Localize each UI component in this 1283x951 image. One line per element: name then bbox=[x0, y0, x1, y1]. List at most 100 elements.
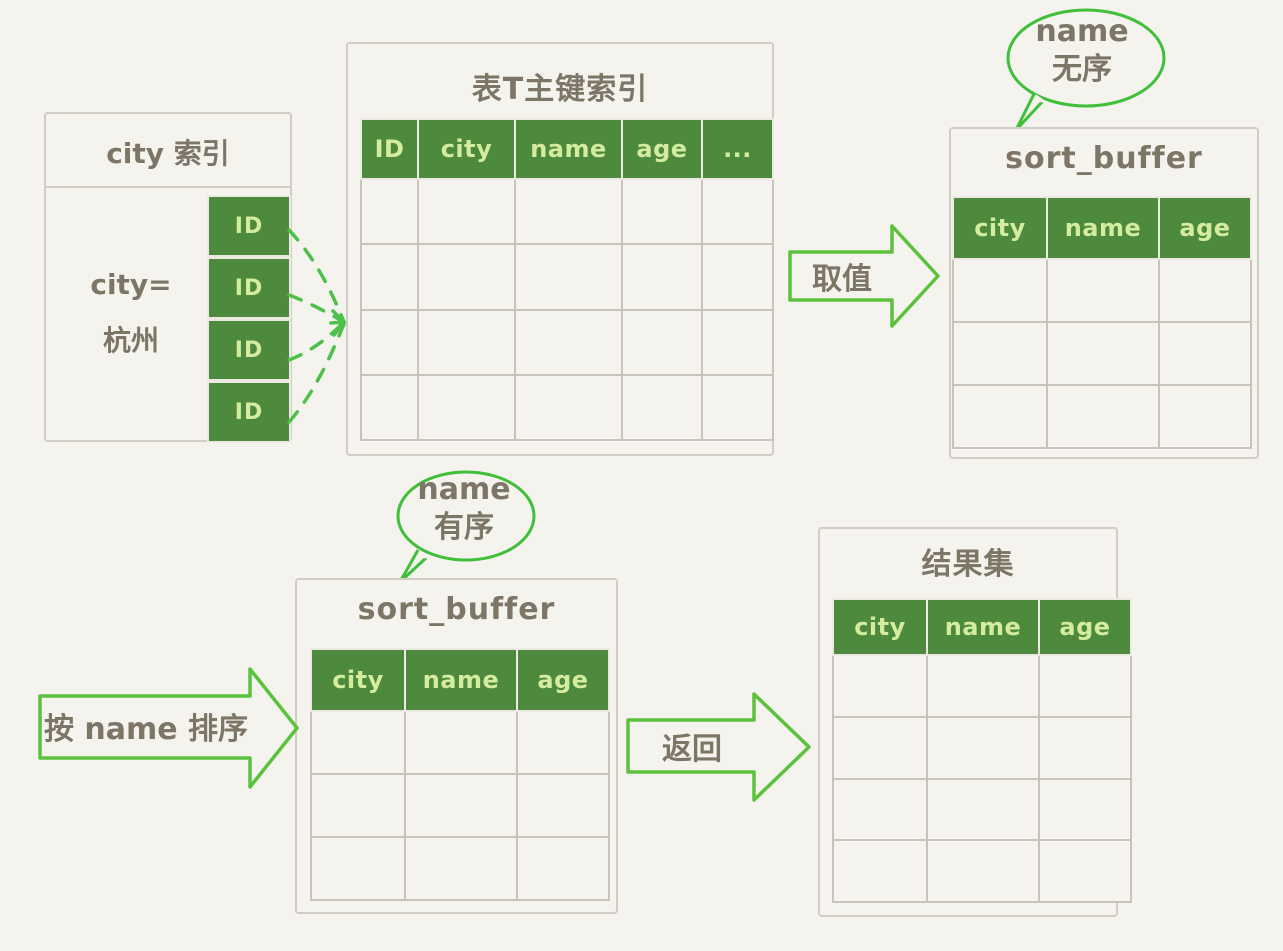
table-cell bbox=[417, 177, 516, 246]
column-header-more: ... bbox=[701, 118, 774, 180]
table-row bbox=[360, 308, 774, 376]
return-arrow-label: 返回 bbox=[662, 732, 722, 767]
table-cell bbox=[952, 384, 1048, 449]
bubble-ellipse bbox=[396, 470, 536, 562]
table-header-row: city name age bbox=[310, 648, 610, 712]
table-cell bbox=[1038, 839, 1132, 903]
fetch-arrow: 取值 bbox=[788, 224, 940, 328]
table-cell bbox=[417, 308, 516, 376]
table-header-row: ID city name age ... bbox=[360, 118, 774, 180]
table-row bbox=[832, 839, 1132, 903]
table-cell bbox=[417, 243, 516, 311]
table-row bbox=[952, 321, 1252, 386]
city-index-filter-line2: 杭州 bbox=[102, 324, 159, 357]
sort-buffer-unsorted-table: city name age bbox=[952, 196, 1252, 449]
table-cell bbox=[1046, 321, 1160, 386]
table-header-row: city name age bbox=[952, 196, 1252, 260]
table-row bbox=[310, 773, 610, 838]
table-cell bbox=[514, 243, 623, 311]
sort-arrow: 按 name 排序 bbox=[38, 666, 300, 790]
table-row bbox=[832, 777, 1132, 842]
table-row bbox=[832, 654, 1132, 718]
table-row bbox=[310, 710, 610, 775]
city-index-title: city 索引 bbox=[106, 137, 230, 170]
column-header-name: name bbox=[926, 598, 1040, 656]
table-cell bbox=[1046, 258, 1160, 323]
primary-table-grid: ID city name age ... bbox=[360, 118, 774, 442]
dashed-connector-lines bbox=[287, 228, 346, 424]
bubble-tail-joint bbox=[417, 550, 428, 559]
table-cell bbox=[621, 177, 703, 246]
bubble-tail-joint bbox=[1033, 94, 1044, 103]
bubble-ellipse bbox=[1006, 8, 1166, 108]
table-cell bbox=[360, 177, 419, 246]
table-cell bbox=[514, 177, 623, 246]
table-row bbox=[360, 177, 774, 246]
column-header-city: city bbox=[417, 118, 516, 180]
table-cell bbox=[832, 777, 928, 842]
table-row bbox=[832, 715, 1132, 780]
unordered-bubble bbox=[1006, 8, 1166, 132]
city-index-id-cell: ID bbox=[207, 195, 291, 257]
return-arrow: 返回 bbox=[626, 692, 812, 802]
table-row bbox=[360, 373, 774, 442]
column-header-city: city bbox=[310, 648, 406, 712]
table-row bbox=[310, 836, 610, 901]
fetch-arrow-label: 取值 bbox=[812, 262, 872, 297]
column-header-name: name bbox=[514, 118, 623, 180]
table-cell bbox=[926, 715, 1040, 780]
table-cell bbox=[621, 308, 703, 376]
result-set-table: city name age bbox=[832, 598, 1132, 903]
table-cell bbox=[516, 836, 610, 901]
table-cell bbox=[1046, 384, 1160, 449]
table-cell bbox=[1158, 384, 1252, 449]
table-cell bbox=[701, 308, 774, 376]
table-cell bbox=[404, 836, 518, 901]
table-cell bbox=[701, 177, 774, 246]
table-cell bbox=[1158, 258, 1252, 323]
fetch-arrow-shape bbox=[788, 224, 940, 328]
ordered-bubble-line1: name bbox=[417, 472, 511, 507]
sort-buffer-sorted-grid: city name age bbox=[310, 648, 610, 901]
sort-buffer-sorted-title: sort_buffer bbox=[357, 592, 556, 627]
table-cell bbox=[926, 777, 1040, 842]
table-cell bbox=[1038, 715, 1132, 780]
city-index-filter-line1: city= bbox=[90, 268, 172, 301]
table-cell bbox=[1038, 777, 1132, 842]
column-header-age: age bbox=[1158, 196, 1252, 260]
ordered-bubble bbox=[396, 470, 536, 584]
column-header-name: name bbox=[1046, 196, 1160, 260]
city-index-id-cell: ID bbox=[207, 381, 291, 443]
table-cell bbox=[621, 373, 703, 442]
column-header-name: name bbox=[404, 648, 518, 712]
column-header-age: age bbox=[516, 648, 610, 712]
table-cell bbox=[417, 373, 516, 442]
unordered-bubble-line1: name bbox=[1035, 14, 1129, 49]
primary-table-title: 表T主键索引 bbox=[471, 72, 649, 107]
sort-buffer-sorted-table: city name age bbox=[310, 648, 610, 901]
table-cell bbox=[360, 373, 419, 442]
table-cell bbox=[404, 773, 518, 838]
unordered-bubble-line2: 无序 bbox=[1052, 52, 1112, 87]
table-cell bbox=[514, 373, 623, 442]
sort-arrow-shape bbox=[38, 667, 299, 789]
table-cell bbox=[926, 839, 1040, 903]
column-header-age: age bbox=[1038, 598, 1132, 656]
table-cell bbox=[360, 308, 419, 376]
city-index-id-cell: ID bbox=[207, 257, 291, 319]
table-cell bbox=[701, 243, 774, 311]
table-cell bbox=[701, 373, 774, 442]
city-index-id-cell: ID bbox=[207, 319, 291, 381]
column-header-city: city bbox=[832, 598, 928, 656]
sort-buffer-unsorted-title: sort_buffer bbox=[1005, 141, 1203, 176]
table-cell bbox=[516, 773, 610, 838]
table-cell bbox=[516, 710, 610, 775]
column-header-city: city bbox=[952, 196, 1048, 260]
sort-buffer-unsorted-grid: city name age bbox=[952, 196, 1252, 449]
table-cell bbox=[404, 710, 518, 775]
table-cell bbox=[832, 654, 928, 718]
table-cell bbox=[621, 243, 703, 311]
table-row bbox=[952, 258, 1252, 323]
table-cell bbox=[832, 839, 928, 903]
